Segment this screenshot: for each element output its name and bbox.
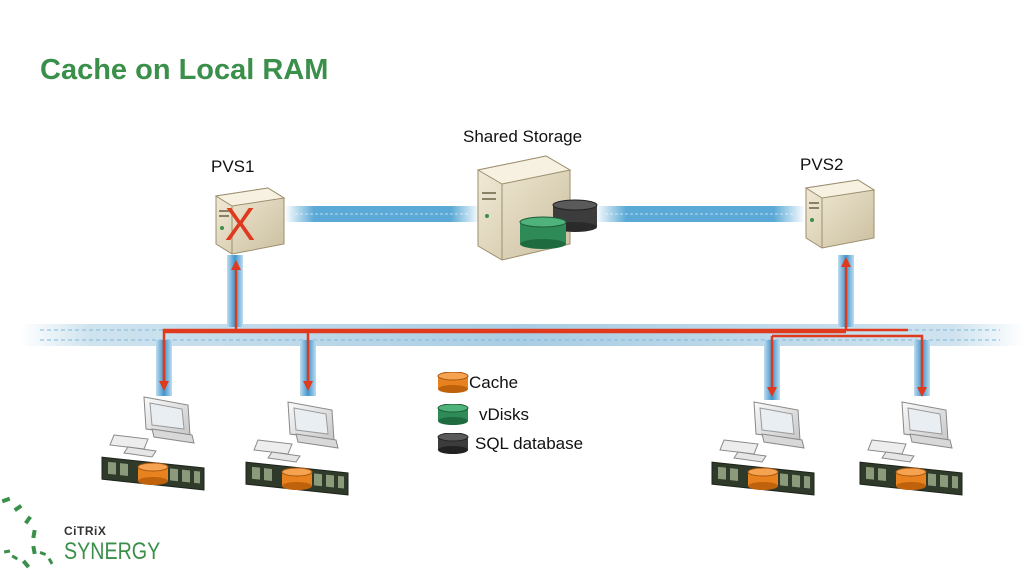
legend-label: vDisks bbox=[479, 405, 530, 424]
server-pvs2 bbox=[804, 179, 876, 249]
client-workstation-4 bbox=[859, 401, 963, 496]
cache-icon bbox=[747, 467, 779, 490]
legend-item-sql: SQL database bbox=[437, 433, 583, 455]
slide-title: Cache on Local RAM bbox=[40, 54, 329, 86]
vendor-logo-text: CiTRiX bbox=[64, 524, 107, 538]
legend-item-cache: Cache bbox=[437, 372, 518, 394]
client-workstation-3 bbox=[711, 401, 815, 496]
server-pvs1 bbox=[214, 187, 286, 255]
cache-icon bbox=[895, 467, 927, 490]
legend-label: Cache bbox=[469, 373, 519, 392]
cache-icon bbox=[281, 467, 313, 490]
pvs2-label: PVS2 bbox=[800, 155, 844, 174]
product-logo-text: SYNERGY bbox=[64, 538, 161, 565]
legend-label: SQL database bbox=[475, 434, 584, 453]
citrix-synergy-logo bbox=[1, 496, 54, 569]
vdisk-legend-icon bbox=[437, 404, 469, 425]
cache-icon bbox=[137, 462, 169, 485]
client-workstation-1 bbox=[101, 396, 205, 491]
pvs1-label: PVS1 bbox=[211, 157, 255, 176]
client-workstation-2 bbox=[245, 401, 349, 496]
vdisk-icon bbox=[519, 216, 567, 249]
server-failed-mark: X bbox=[225, 198, 256, 250]
legend-item-vdisks: vDisks bbox=[437, 404, 529, 426]
traffic-path bbox=[159, 257, 927, 397]
storage-label: Shared Storage bbox=[463, 127, 583, 146]
sql-legend-icon bbox=[437, 433, 469, 454]
cache-icon bbox=[437, 372, 469, 393]
